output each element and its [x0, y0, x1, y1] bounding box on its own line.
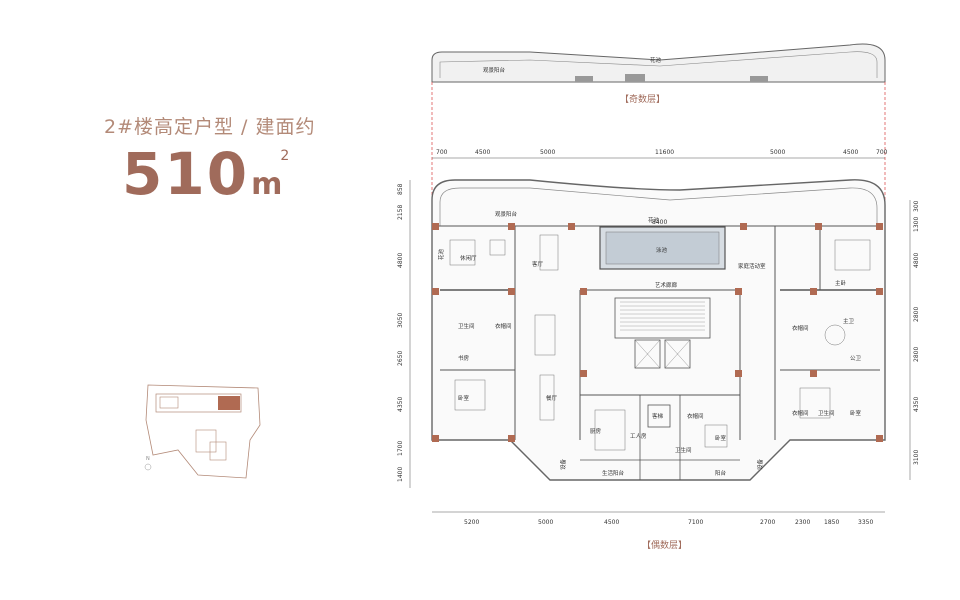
svg-text:4500: 4500	[843, 149, 858, 156]
svg-text:书房: 书房	[458, 354, 470, 362]
svg-text:生活阳台: 生活阳台	[602, 469, 625, 477]
odd-view-balcony-label: 观景阳台	[483, 66, 506, 74]
svg-text:5000: 5000	[770, 149, 785, 156]
pool-label: 泳池	[656, 246, 668, 254]
svg-text:1400: 1400	[397, 467, 404, 482]
svg-text:2800: 2800	[913, 307, 920, 322]
room-labels: 花池 观景阳台 休闲厅 客厅 家庭活动室 艺术廊廊 主卧 主卫 衣帽间 公卫 卫…	[437, 210, 862, 477]
svg-text:主卧: 主卧	[835, 279, 847, 287]
svg-text:公卫: 公卫	[850, 355, 862, 362]
svg-text:花池: 花池	[437, 248, 445, 260]
left-info-panel: 2#楼高定户型 / 建面约 510m 2 N	[0, 0, 330, 600]
svg-text:卧室: 卧室	[458, 394, 470, 402]
right-dimensions: 300 1300 4800 2800 2800 4350 3100	[909, 200, 920, 480]
floor-plan: 花池 观景阳台 【奇数层】 700 4500 5000 11600 5000 4…	[397, 43, 920, 551]
svg-text:观景阳台: 观景阳台	[495, 210, 518, 218]
svg-text:卫生间: 卫生间	[675, 446, 692, 454]
svg-text:卫生间: 卫生间	[458, 322, 475, 330]
core	[614, 297, 711, 428]
svg-text:4500: 4500	[604, 519, 619, 526]
svg-text:衣帽间: 衣帽间	[792, 409, 809, 417]
svg-text:4800: 4800	[397, 253, 404, 268]
svg-text:5000: 5000	[538, 519, 553, 526]
svg-text:4800: 4800	[913, 253, 920, 268]
odd-floor-caption: 【奇数层】	[620, 93, 665, 105]
svg-text:2700: 2700	[760, 519, 775, 526]
site-key-map: N	[144, 384, 261, 479]
pool-dim: 8400	[652, 219, 667, 226]
svg-text:700: 700	[876, 149, 888, 156]
svg-text:艺术廊廊: 艺术廊廊	[655, 281, 678, 289]
svg-text:1850: 1850	[824, 519, 839, 526]
svg-text:家庭活动室: 家庭活动室	[738, 262, 766, 270]
svg-text:衣帽间: 衣帽间	[687, 412, 704, 420]
north-label: N	[146, 456, 150, 462]
even-floor-caption: 【偶数层】	[642, 539, 687, 551]
svg-text:客厅: 客厅	[532, 260, 544, 268]
top-dimensions: 700 4500 5000 11600 5000 4500 700	[432, 149, 888, 159]
svg-text:卧室: 卧室	[715, 434, 727, 442]
svg-text:2800: 2800	[913, 347, 920, 362]
svg-text:700: 700	[436, 149, 448, 156]
left-dimensions: 858 2158 4800 3050 2650 4350 1700 1400	[397, 180, 411, 488]
odd-planter-label: 花池	[650, 56, 662, 64]
svg-text:1700: 1700	[397, 441, 404, 456]
unit-title: 2#楼高定户型 / 建面约	[104, 116, 316, 138]
svg-text:客梯: 客梯	[652, 412, 664, 420]
svg-text:858: 858	[397, 183, 404, 195]
svg-text:1300: 1300	[913, 217, 920, 232]
area-unit-superscript: 2	[280, 148, 290, 164]
bottom-dimensions: 5200 5000 4500 7100 2700 2300 1850 3350	[432, 511, 885, 526]
svg-text:卫生间: 卫生间	[818, 409, 835, 417]
svg-text:3350: 3350	[858, 519, 873, 526]
svg-text:300: 300	[913, 200, 920, 212]
svg-text:厨房: 厨房	[590, 427, 602, 435]
svg-text:卧室: 卧室	[850, 409, 862, 417]
svg-text:休闲厅: 休闲厅	[460, 254, 477, 262]
svg-text:阳台: 阳台	[715, 469, 727, 477]
svg-text:衣帽间: 衣帽间	[495, 322, 512, 330]
svg-text:工人房: 工人房	[630, 432, 647, 440]
area-display: 510m 2	[122, 140, 289, 208]
svg-text:主卫: 主卫	[843, 317, 855, 325]
svg-text:11600: 11600	[655, 149, 674, 156]
svg-text:4350: 4350	[913, 397, 920, 412]
svg-text:餐厅: 餐厅	[546, 394, 558, 402]
svg-text:2300: 2300	[795, 519, 810, 526]
furniture	[449, 234, 871, 451]
area-unit: m	[251, 167, 283, 202]
svg-text:5200: 5200	[464, 519, 479, 526]
svg-text:花池: 花池	[648, 216, 660, 224]
svg-text:5000: 5000	[540, 149, 555, 156]
svg-text:2650: 2650	[397, 351, 404, 366]
svg-text:3100: 3100	[913, 450, 920, 465]
svg-text:4500: 4500	[475, 149, 490, 156]
odd-floor-balcony: 花池 观景阳台	[431, 43, 886, 83]
svg-text:2158: 2158	[397, 205, 404, 220]
area-number: 510	[122, 140, 250, 208]
svg-text:3050: 3050	[397, 313, 404, 328]
svg-text:衣帽间: 衣帽间	[792, 324, 809, 332]
pool: 泳池 8400	[599, 219, 726, 270]
svg-text:7100: 7100	[688, 519, 703, 526]
svg-text:4350: 4350	[397, 397, 404, 412]
svg-text:设备: 设备	[756, 458, 764, 470]
svg-text:设备: 设备	[559, 458, 567, 470]
